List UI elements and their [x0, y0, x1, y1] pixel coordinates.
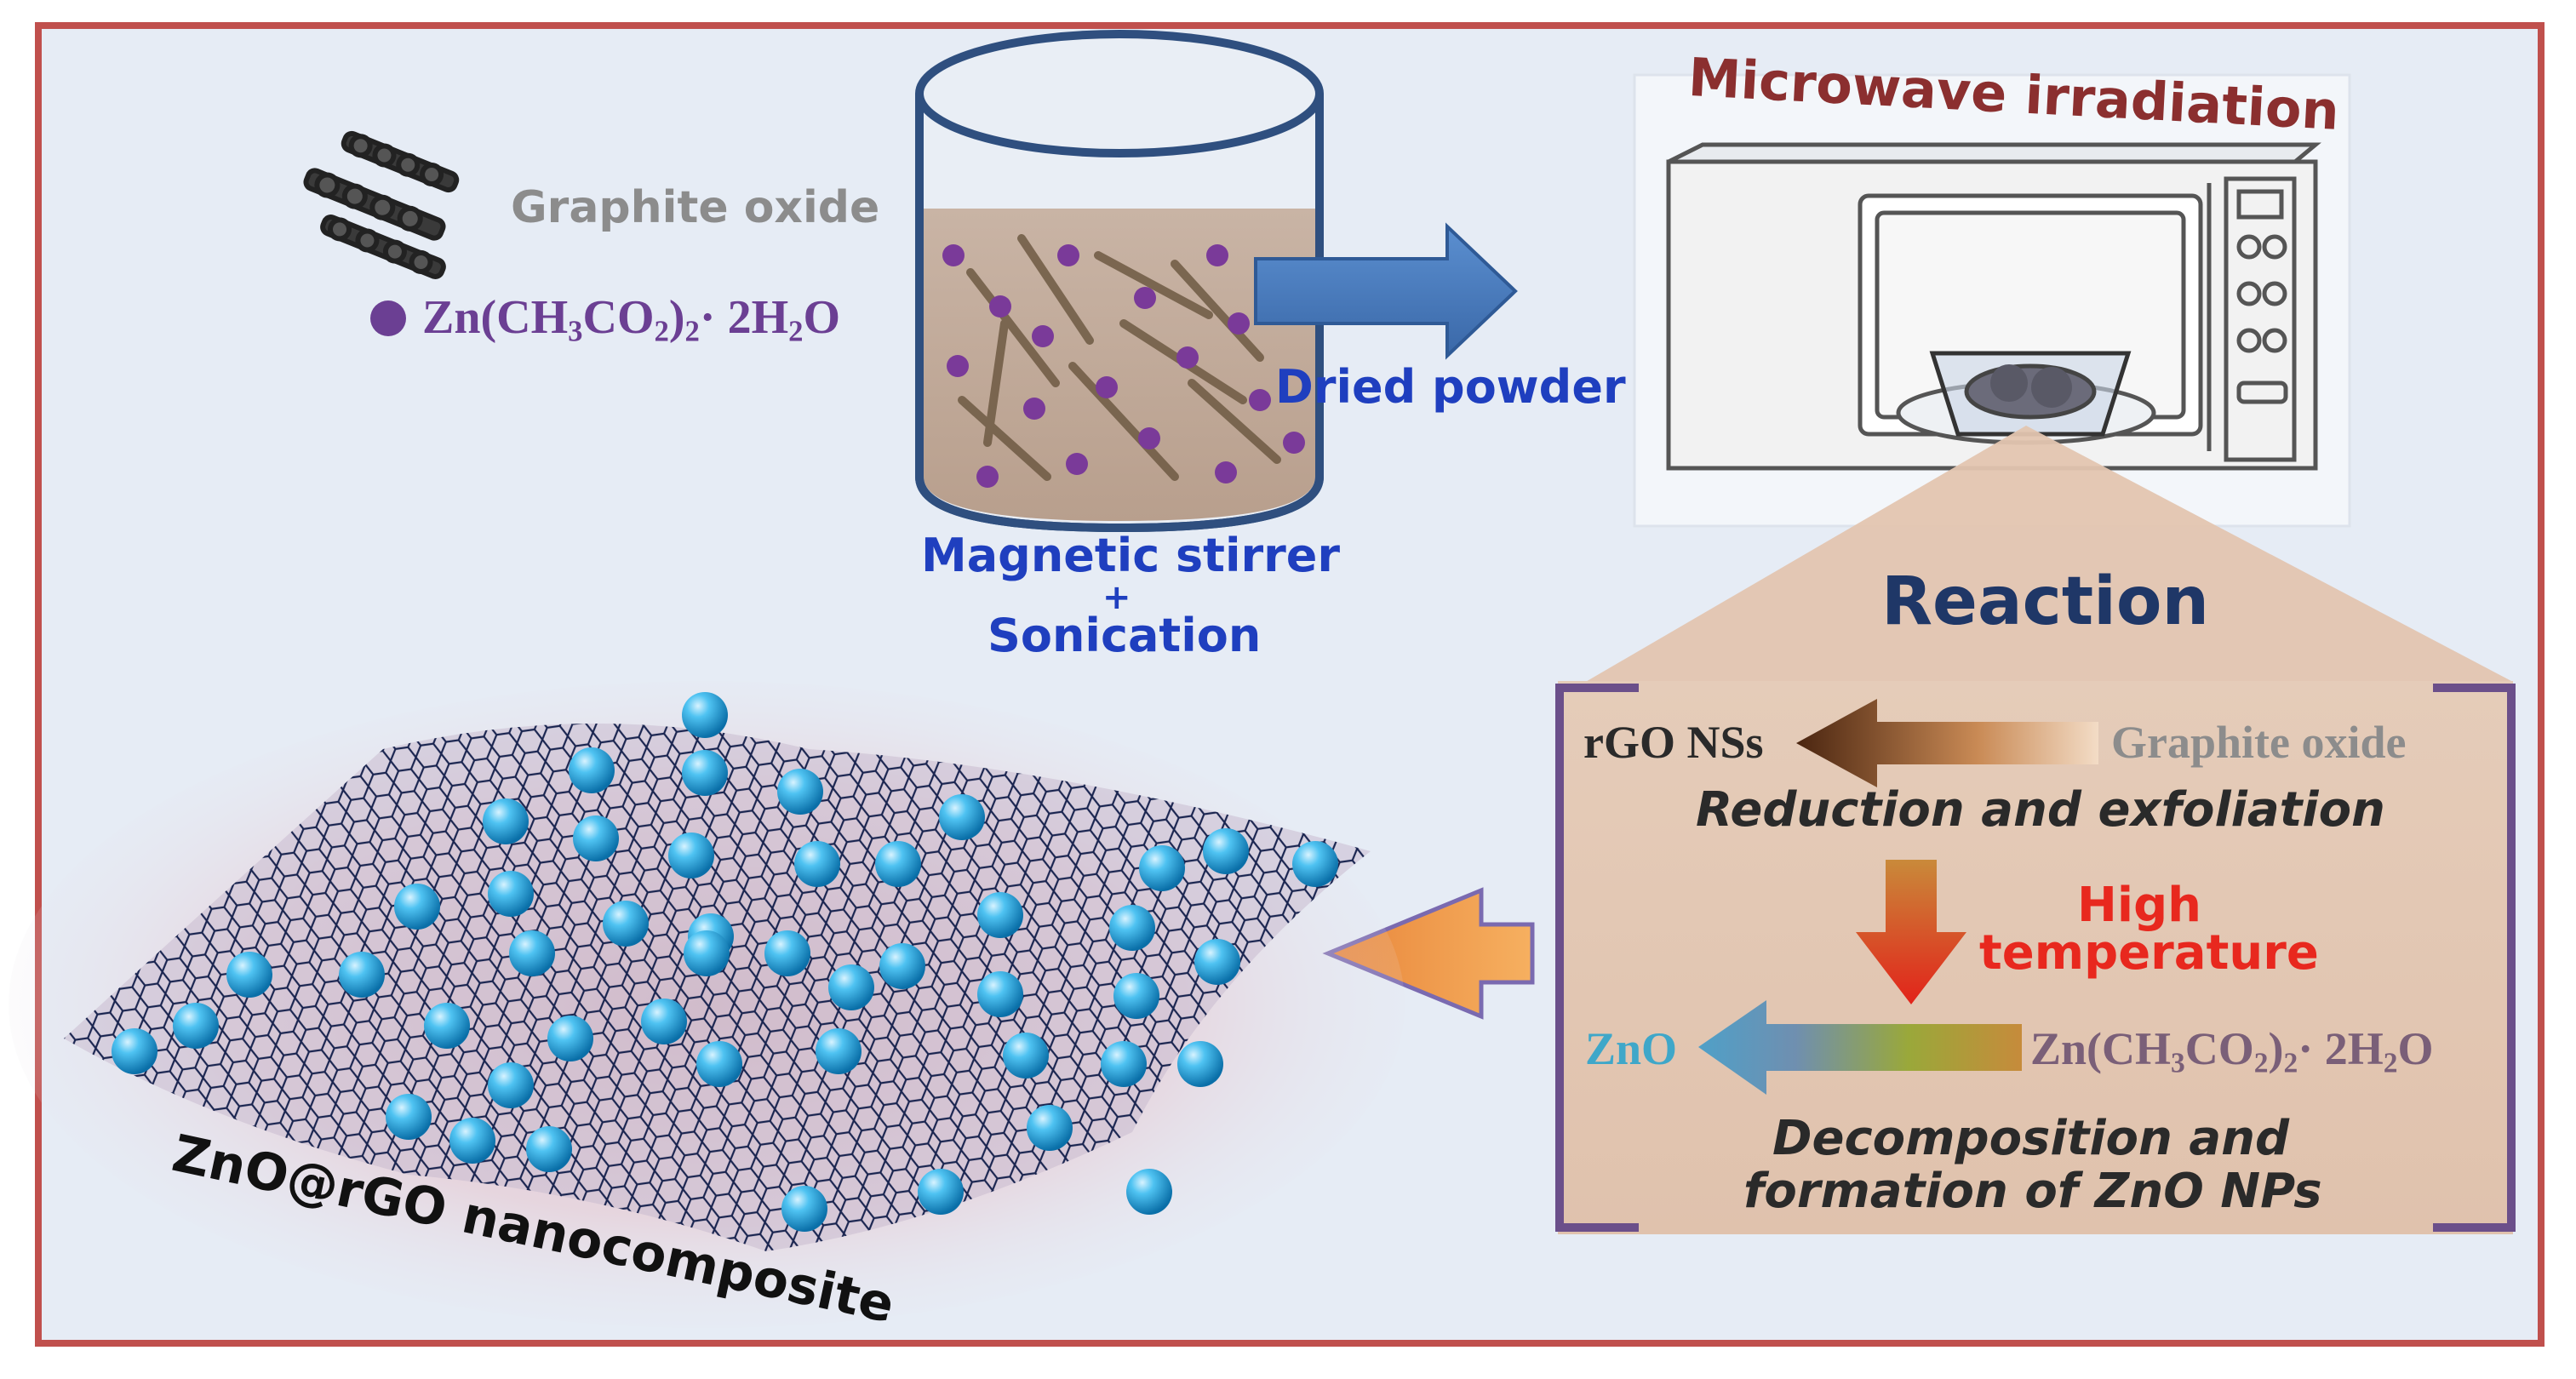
high-label: High — [2077, 878, 2202, 933]
graphite-oxide-label: Graphite oxide — [511, 182, 880, 233]
zno-nanoparticle-icon — [1194, 939, 1240, 985]
zno-nanoparticle-icon — [603, 901, 649, 947]
zno-nanoparticle-icon — [573, 815, 619, 861]
zno-nanoparticle-icon — [173, 1003, 219, 1049]
zno-nanoparticle-icon — [777, 769, 823, 815]
zno-nanoparticle-icon — [696, 1041, 742, 1087]
microwave-icon — [1666, 142, 2321, 471]
zno-nanoparticle-icon — [569, 747, 615, 793]
reduction-exfoliation-label: Reduction and exfoliation — [1696, 782, 2385, 838]
zinc-acetate-reaction-label: Zn(CH3CO2)2· 2H2O — [2030, 1023, 2434, 1079]
zno-nanoparticle-icon — [547, 1016, 593, 1061]
zno-nanoparticle-icon — [641, 998, 687, 1044]
zno-label: ZnO — [1585, 1023, 1678, 1074]
temperature-label: temperature — [1979, 925, 2319, 981]
dried-powder-label: Dried powder — [1275, 360, 1626, 414]
zno-nanoparticle-icon — [483, 798, 529, 844]
rgo-nss-label: rGO NSs — [1583, 717, 1764, 768]
graphite-oxide-reaction-label: Graphite oxide — [2111, 717, 2407, 768]
zno-nanoparticle-icon — [1027, 1105, 1073, 1151]
reduction-arrow-icon — [1796, 699, 2098, 787]
zno-nanoparticle-icon — [668, 833, 714, 878]
zno-nanoparticle-icon — [1109, 905, 1155, 951]
graphite-oxide-icon — [303, 130, 460, 279]
orange-arrow-icon — [1322, 887, 1535, 1020]
decomposition-label-line1: Decomposition and — [1772, 1111, 2290, 1166]
sonication-label: Sonication — [987, 609, 1262, 662]
zno-nanoparticle-icon — [1003, 1033, 1049, 1079]
zno-nanoparticle-icon — [488, 1062, 534, 1108]
zno-nanoparticle-icon — [977, 971, 1023, 1017]
decomposition-label-line2: formation of ZnO NPs — [1743, 1164, 2322, 1219]
zno-nanoparticle-icon — [1139, 845, 1185, 891]
zinc-acetate-label: Zn(CH3CO2)2· 2H2O — [422, 291, 841, 348]
zno-nanoparticle-icon — [875, 841, 921, 887]
reaction-box — [1555, 681, 2516, 1234]
zno-nanoparticle-icon — [816, 1028, 862, 1074]
zno-nanoparticle-icon — [449, 1118, 495, 1164]
zno-nanoparticle-icon — [1292, 841, 1338, 887]
reaction-beam — [1558, 426, 2511, 698]
zno-nanoparticle-icon — [226, 952, 272, 998]
zno-nanoparticle-icon — [424, 1003, 470, 1049]
zno-nanoparticle-icon — [488, 871, 534, 917]
beaker-icon — [915, 30, 1324, 533]
zno-nanoparticle-icon — [1203, 828, 1249, 874]
blue-arrow-icon — [1254, 222, 1518, 360]
zno-nanoparticle-icon — [918, 1169, 964, 1215]
zno-nanoparticle-icon — [684, 930, 730, 976]
zno-nanoparticle-icon — [977, 892, 1023, 938]
zno-nanoparticle-icon — [682, 750, 728, 796]
zno-nanoparticle-icon — [1177, 1041, 1223, 1087]
zno-nanoparticle-icon — [509, 930, 555, 976]
zno-nanoparticle-icon — [526, 1126, 572, 1172]
zno-nanoparticle-icon — [1101, 1041, 1147, 1087]
zno-nanoparticle-icon — [939, 794, 985, 840]
zno-nanoparticle-icon — [879, 943, 925, 989]
zno-nanoparticle-icon — [781, 1186, 827, 1232]
plus-label: + — [1102, 578, 1131, 617]
magnetic-stirrer-label: Magnetic stirrer — [921, 529, 1341, 582]
high-temperature-arrow-icon — [1856, 860, 1966, 1004]
zno-nanoparticles — [112, 692, 1338, 1232]
decomposition-arrow-icon — [1698, 1000, 2022, 1095]
zinc-acetate-dot-icon — [370, 300, 406, 336]
zno-nanoparticle-icon — [386, 1094, 432, 1140]
zno-nanoparticle-icon — [112, 1028, 157, 1074]
zno-nanoparticle-icon — [394, 884, 440, 930]
zno-nanoparticle-icon — [339, 952, 385, 998]
zno-nanoparticle-icon — [682, 692, 728, 738]
zno-nanoparticle-icon — [1126, 1169, 1172, 1215]
zno-nanoparticle-icon — [1113, 973, 1159, 1019]
zno-nanoparticle-icon — [794, 841, 840, 887]
zno-nanoparticle-icon — [828, 964, 874, 1010]
zno-nanoparticle-icon — [764, 930, 810, 976]
reaction-title: Reaction — [1881, 564, 2209, 640]
